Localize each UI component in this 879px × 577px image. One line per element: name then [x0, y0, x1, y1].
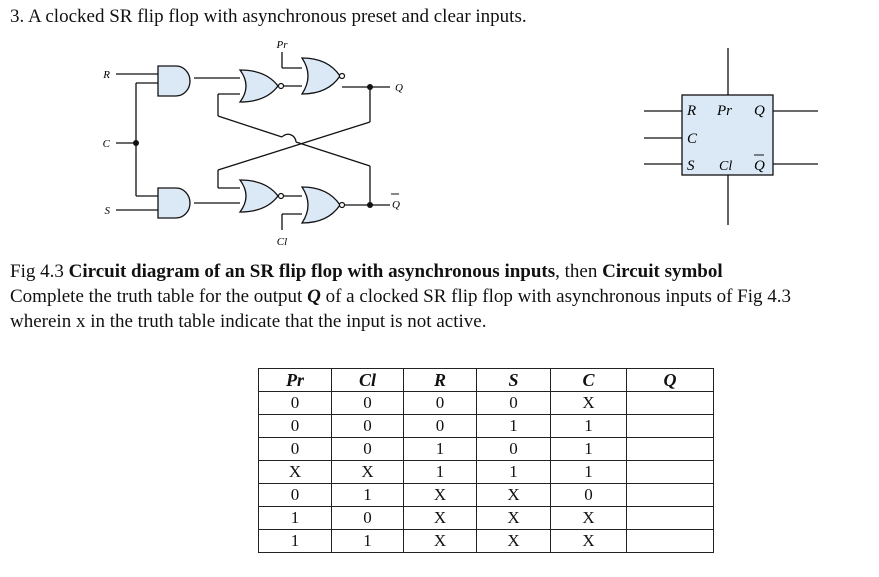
cell: 1 [258, 506, 332, 530]
q-answer-cell[interactable] [626, 414, 714, 438]
clear-label: Cl [277, 236, 287, 248]
cell: 0 [476, 437, 551, 461]
cell: 1 [331, 483, 404, 507]
cell: 1 [550, 414, 627, 438]
cell: 0 [331, 506, 404, 530]
r-input-label: R [102, 69, 110, 81]
cell: 1 [403, 437, 477, 461]
cell: 0 [550, 483, 627, 507]
cell: X [331, 460, 404, 484]
flip-flop-circuit-symbol: R Pr Q C S Cl Q [644, 48, 818, 225]
q-answer-cell[interactable] [626, 506, 714, 530]
cell: 1 [331, 529, 404, 553]
header-r: R [403, 368, 477, 392]
q-output-label: Q [395, 82, 403, 94]
q-answer-cell[interactable] [626, 437, 714, 461]
symbol-r-label: R [686, 103, 696, 119]
cell: X [258, 460, 332, 484]
cell: X [550, 391, 627, 415]
caption-connector: , then [555, 261, 603, 282]
sr-flip-flop-circuit-diagram: Pr R C S Cl Q Q [102, 39, 403, 248]
truth-table-header-row: Pr Cl R S C Q [258, 368, 714, 392]
cell: 0 [331, 437, 404, 461]
caption-line-2: Complete the truth table for the output … [10, 284, 791, 309]
cell: 0 [403, 391, 477, 415]
cell: X [403, 483, 477, 507]
s-input-label: S [105, 205, 111, 217]
caption-fig-number: Fig 4.3 [10, 261, 69, 282]
cell: 0 [476, 391, 551, 415]
header-s: S [476, 368, 551, 392]
caption-title: Circuit diagram of an SR flip flop with … [68, 261, 556, 282]
caption-line-1: Fig 4.3 Circuit diagram of an SR flip fl… [10, 259, 791, 284]
cell: X [403, 529, 477, 553]
question-heading: 3. A clocked SR flip flop with asynchron… [10, 6, 527, 27]
cell: 0 [258, 391, 332, 415]
cell: 0 [258, 437, 332, 461]
cell: X [476, 529, 551, 553]
symbol-c-label: C [687, 131, 698, 147]
q-bar-output-label: Q [392, 199, 400, 211]
header-q: Q [626, 368, 714, 392]
cell: 1 [476, 460, 551, 484]
cell: X [550, 506, 627, 530]
symbol-q-label: Q [754, 103, 765, 119]
cell: 0 [331, 414, 404, 438]
instruction-text-b: of a clocked SR flip flop with asynchron… [320, 286, 792, 307]
header-cl: Cl [331, 368, 404, 392]
cell: X [550, 529, 627, 553]
q-answer-cell[interactable] [626, 460, 714, 484]
q-answer-cell[interactable] [626, 483, 714, 507]
cell: 1 [550, 437, 627, 461]
cell: 0 [258, 414, 332, 438]
header-pr: Pr [258, 368, 332, 392]
cell: 1 [403, 460, 477, 484]
clock-input-label: C [103, 138, 111, 150]
cell: 1 [550, 460, 627, 484]
instruction-text-a: Complete the truth table for the output [10, 286, 308, 307]
q-answer-cell[interactable] [626, 529, 714, 553]
cell: 0 [403, 414, 477, 438]
cell: 1 [476, 414, 551, 438]
q-answer-cell[interactable] [626, 391, 714, 415]
symbol-q-bar-label: Q [754, 158, 765, 174]
cell: X [403, 506, 477, 530]
header-c: C [550, 368, 627, 392]
cell: 1 [258, 529, 332, 553]
figure-caption: Fig 4.3 Circuit diagram of an SR flip fl… [10, 259, 791, 334]
caption-title-2: Circuit symbol [602, 261, 723, 282]
symbol-s-label: S [687, 158, 695, 174]
cell: X [476, 506, 551, 530]
caption-line-3: wherein x in the truth table indicate th… [10, 311, 487, 332]
preset-label: Pr [276, 39, 289, 51]
instruction-q: Q [307, 286, 321, 307]
symbol-pr-label: Pr [716, 103, 732, 119]
cell: 0 [331, 391, 404, 415]
cell: 0 [258, 483, 332, 507]
cell: X [476, 483, 551, 507]
symbol-cl-label: Cl [719, 159, 732, 174]
